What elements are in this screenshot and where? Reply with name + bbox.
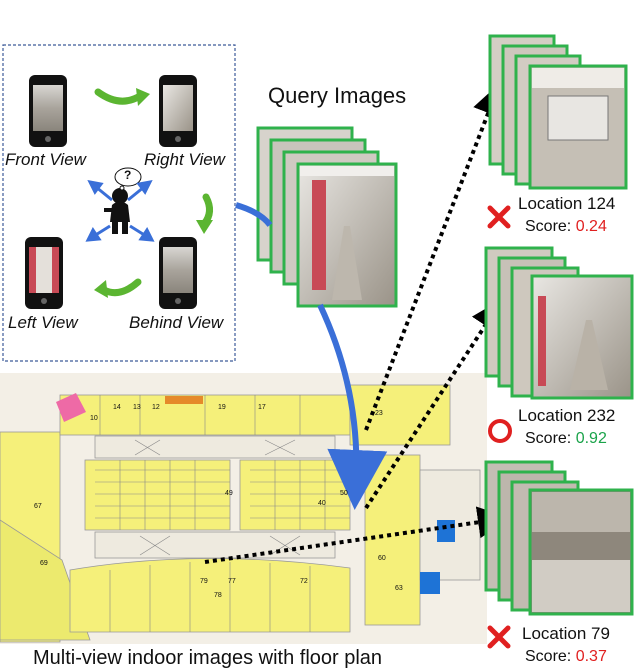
result-2-score-value: 0.92 bbox=[575, 430, 607, 447]
plan-number: 12 bbox=[152, 404, 160, 411]
result-stack-232 bbox=[484, 246, 634, 400]
result-3-score-value: 0.37 bbox=[575, 648, 607, 665]
plan-number: 40 bbox=[318, 500, 326, 507]
result-3-location: Location 79 bbox=[522, 624, 610, 643]
result-stack-124 bbox=[488, 34, 628, 190]
plan-number: 63 bbox=[395, 585, 403, 592]
plan-number: 50 bbox=[340, 490, 348, 497]
direction-arrows-icon bbox=[85, 179, 155, 242]
plan-number: 49 bbox=[225, 490, 233, 497]
rotate-arrow-icon bbox=[94, 88, 144, 105]
plan-number: 78 bbox=[214, 592, 222, 599]
result-2-location: Location 232 bbox=[518, 406, 616, 425]
right-view-label: Right View bbox=[144, 150, 225, 169]
thought-bubble-icon bbox=[114, 167, 142, 191]
result-1-score-label: Score: bbox=[525, 218, 572, 235]
floor-plan bbox=[0, 373, 487, 644]
plan-number: 77 bbox=[228, 578, 236, 585]
phone-front-icon bbox=[29, 75, 67, 147]
flow-arrow-icon bbox=[235, 202, 273, 227]
rotate-arrowhead-icon bbox=[94, 280, 108, 298]
plan-number: 60 bbox=[378, 555, 386, 562]
plan-number: 69 bbox=[40, 560, 48, 567]
result-1-score-value: 0.24 bbox=[575, 218, 607, 235]
plan-number: 14 bbox=[113, 404, 121, 411]
person-icon bbox=[104, 188, 130, 234]
plan-number: 10 bbox=[90, 415, 98, 422]
query-images-title: Query Images bbox=[268, 83, 407, 108]
result-3-score-label: Score: bbox=[525, 648, 572, 665]
plan-number: 17 bbox=[258, 404, 266, 411]
front-view-label: Front View bbox=[5, 150, 86, 169]
cross-icon bbox=[487, 625, 511, 649]
query-image-stack bbox=[256, 126, 398, 308]
cross-icon bbox=[487, 205, 511, 229]
match-arrows bbox=[204, 83, 510, 564]
rotate-arrowhead-icon bbox=[136, 88, 150, 106]
flow-arrow-icon bbox=[317, 303, 388, 510]
rotate-arrowhead-icon bbox=[196, 220, 213, 234]
result-1-location: Location 124 bbox=[518, 194, 616, 213]
phone-left-icon bbox=[25, 237, 63, 309]
plan-number: 72 bbox=[300, 578, 308, 585]
result-2-score-label: Score: bbox=[525, 430, 572, 447]
behind-view-label: Behind View bbox=[129, 313, 224, 332]
result-stack-79 bbox=[484, 460, 634, 616]
phone-right-icon bbox=[159, 75, 197, 147]
phone-behind-icon bbox=[159, 237, 197, 309]
plan-number: 79 bbox=[200, 578, 208, 585]
person-thought-mark: ? bbox=[124, 168, 132, 182]
caption: Multi-view indoor images with floor plan bbox=[33, 647, 383, 669]
circle-icon bbox=[488, 419, 512, 443]
plan-number: 23 bbox=[375, 410, 383, 417]
plan-number: 67 bbox=[34, 503, 42, 510]
left-view-label: Left View bbox=[8, 313, 78, 332]
plan-number: 13 bbox=[133, 404, 141, 411]
plan-number: 19 bbox=[218, 404, 226, 411]
